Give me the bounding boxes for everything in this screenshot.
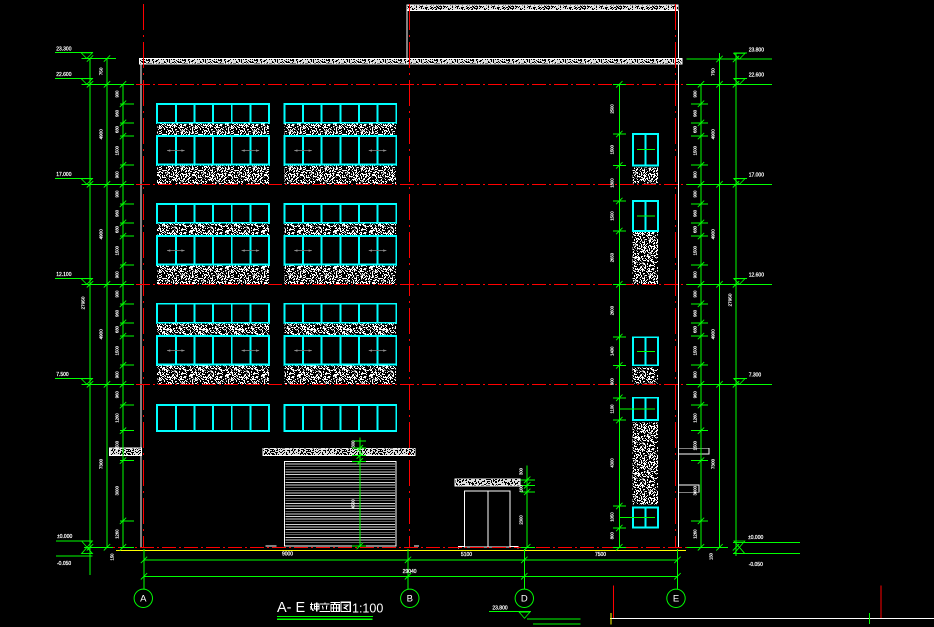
svg-text:1:100: 1:100 (352, 602, 383, 616)
svg-text:150: 150 (709, 552, 714, 560)
svg-text:300: 300 (519, 467, 524, 475)
svg-text:100: 100 (519, 485, 524, 493)
svg-text:12.100: 12.100 (56, 272, 72, 278)
svg-text:900: 900 (693, 190, 698, 198)
svg-text:4900: 4900 (99, 329, 104, 340)
svg-text:1500: 1500 (115, 245, 120, 255)
svg-text:960: 960 (693, 109, 698, 117)
svg-text:960: 960 (115, 309, 120, 317)
svg-text:3000: 3000 (693, 485, 698, 495)
svg-text:1500: 1500 (115, 440, 120, 450)
svg-text:1260: 1260 (115, 413, 120, 423)
svg-text:900: 900 (115, 190, 120, 198)
svg-text:27950: 27950 (728, 293, 733, 306)
svg-text:4900: 4900 (99, 229, 104, 240)
svg-text:7.300: 7.300 (749, 373, 762, 379)
svg-text:1500: 1500 (610, 144, 615, 154)
svg-text:900: 900 (115, 271, 120, 279)
svg-text:900: 900 (693, 171, 698, 179)
svg-text:800: 800 (610, 532, 615, 540)
svg-text:12.600: 12.600 (749, 273, 765, 279)
svg-text:2300: 2300 (519, 515, 524, 525)
svg-text:1050: 1050 (610, 512, 615, 522)
svg-text:±0.000: ±0.000 (57, 534, 72, 540)
svg-text:7500: 7500 (595, 552, 606, 558)
svg-text:E: E (673, 594, 679, 605)
svg-text:1500: 1500 (693, 345, 698, 355)
svg-text:7.500: 7.500 (56, 372, 69, 378)
svg-text:7300: 7300 (711, 458, 716, 469)
svg-text:17.000: 17.000 (56, 172, 72, 178)
svg-text:5100: 5100 (461, 552, 472, 558)
svg-text:B: B (407, 594, 413, 605)
svg-text:17.000: 17.000 (749, 173, 765, 179)
svg-text:23.300: 23.300 (56, 46, 72, 52)
svg-text:680: 680 (693, 125, 698, 133)
svg-text:1500: 1500 (610, 211, 615, 221)
svg-text:1500: 1500 (693, 440, 698, 450)
svg-text:900: 900 (693, 271, 698, 279)
svg-text:680: 680 (693, 325, 698, 333)
svg-text:900: 900 (693, 290, 698, 298)
svg-text:1100: 1100 (610, 404, 615, 414)
svg-text:1260: 1260 (693, 413, 698, 423)
svg-text:A- E: A- E (277, 600, 306, 616)
svg-text:9000: 9000 (282, 551, 293, 557)
svg-text:960: 960 (693, 391, 698, 399)
svg-text:A: A (140, 594, 147, 605)
svg-text:1500: 1500 (115, 345, 120, 355)
svg-text:1800: 1800 (610, 178, 615, 188)
svg-text:150: 150 (110, 553, 115, 561)
svg-text:23.800: 23.800 (749, 47, 765, 53)
svg-text:3000: 3000 (115, 485, 120, 495)
svg-text:1500: 1500 (693, 245, 698, 255)
svg-text:900: 900 (115, 171, 120, 179)
svg-text:680: 680 (115, 325, 120, 333)
svg-text:23.800: 23.800 (492, 606, 508, 612)
svg-text:22.600: 22.600 (56, 72, 72, 78)
svg-text:960: 960 (693, 209, 698, 217)
svg-text:900: 900 (115, 371, 120, 379)
svg-text:4900: 4900 (711, 129, 716, 140)
svg-text:1260: 1260 (115, 529, 120, 539)
svg-text:900: 900 (693, 371, 698, 379)
svg-text:2600: 2600 (610, 305, 615, 315)
svg-text:960: 960 (693, 309, 698, 317)
svg-text:680: 680 (115, 125, 120, 133)
svg-text:900: 900 (693, 90, 698, 98)
svg-text:960: 960 (115, 391, 120, 399)
svg-text:300: 300 (351, 440, 356, 448)
svg-text:960: 960 (115, 109, 120, 117)
svg-text:-0.050: -0.050 (57, 561, 71, 567)
svg-text:1260: 1260 (693, 529, 698, 539)
svg-text:4900: 4900 (711, 229, 716, 240)
svg-text:-0.050: -0.050 (749, 562, 763, 568)
svg-text:7300: 7300 (99, 458, 104, 469)
svg-text:1400: 1400 (610, 346, 615, 356)
svg-text:750: 750 (711, 68, 716, 76)
svg-text:680: 680 (693, 225, 698, 233)
svg-text:960: 960 (115, 209, 120, 217)
svg-text:680: 680 (115, 225, 120, 233)
svg-text:4900: 4900 (99, 129, 104, 140)
svg-text:27950: 27950 (81, 296, 86, 309)
svg-text:900: 900 (115, 290, 120, 298)
svg-text:4900: 4900 (711, 329, 716, 340)
svg-text:±0.000: ±0.000 (748, 535, 763, 541)
svg-text:D: D (521, 594, 528, 605)
svg-text:2650: 2650 (610, 252, 615, 262)
svg-text:900: 900 (610, 377, 615, 385)
svg-text:4300: 4300 (610, 458, 615, 468)
svg-text:22.600: 22.600 (749, 73, 765, 79)
svg-text:1500: 1500 (115, 145, 120, 155)
svg-text:4500: 4500 (351, 499, 356, 509)
svg-text:750: 750 (99, 67, 104, 75)
svg-text:2500: 2500 (610, 104, 615, 114)
svg-text:29040: 29040 (403, 569, 417, 575)
svg-text:1500: 1500 (693, 145, 698, 155)
svg-text:900: 900 (115, 90, 120, 98)
